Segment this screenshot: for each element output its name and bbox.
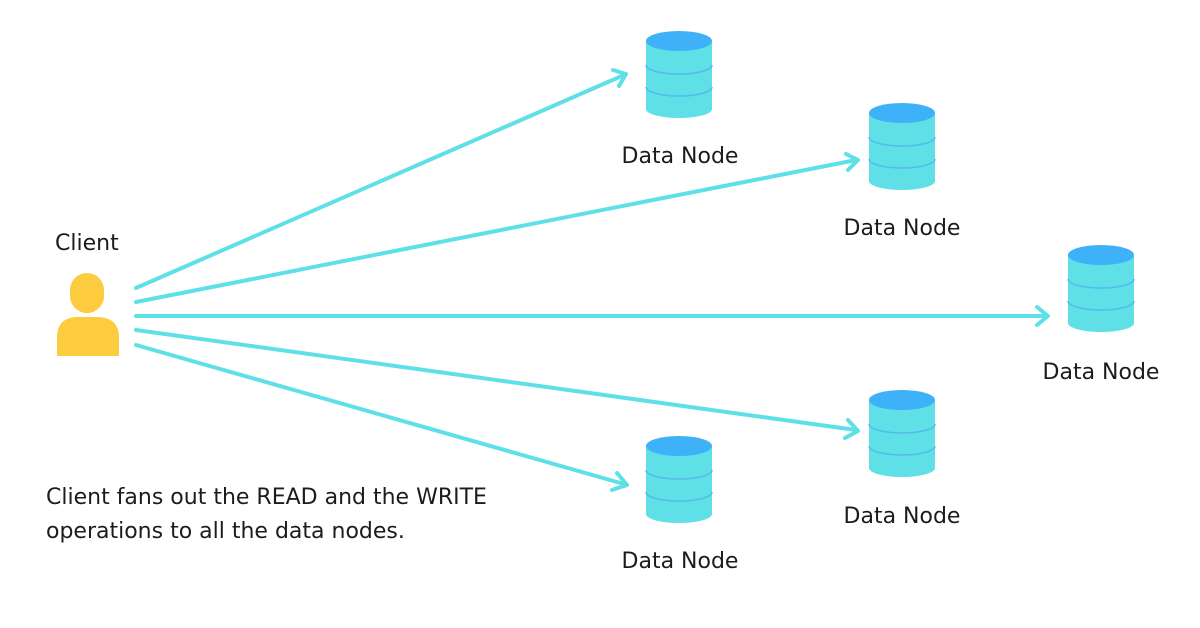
database-icon [868,390,936,477]
arrowhead-node-4 [843,418,860,440]
database-icon [1067,245,1135,332]
database-icon [868,103,936,190]
data-node-label: Data Node [843,504,961,529]
data-node-label: Data Node [621,549,739,574]
caption-line-1: Client fans out the READ and the WRITE [46,485,487,510]
arrowhead-node-2 [844,152,860,172]
user-body [57,317,119,356]
data-node-label: Data Node [843,216,961,241]
arrowhead-node-1 [611,68,628,88]
data-node-label: Data Node [621,144,739,169]
database-icon [645,436,713,523]
client-label: Client [55,231,119,256]
arrow-to-node-1 [134,73,626,290]
arrow-to-node-5 [134,343,626,486]
caption-line-2: operations to all the data nodes. [46,519,405,544]
caption: Client fans out the READ and the WRITE o… [46,481,546,549]
arrows [134,68,1050,492]
user-icon [57,273,119,356]
arrowhead-node-3 [1035,305,1050,327]
database-icon [645,31,713,118]
arrowhead-node-5 [610,471,629,492]
arrow-to-node-2 [134,158,858,304]
arrow-to-node-4 [134,328,858,432]
data-node-label: Data Node [1042,360,1160,385]
user-head [70,273,104,313]
